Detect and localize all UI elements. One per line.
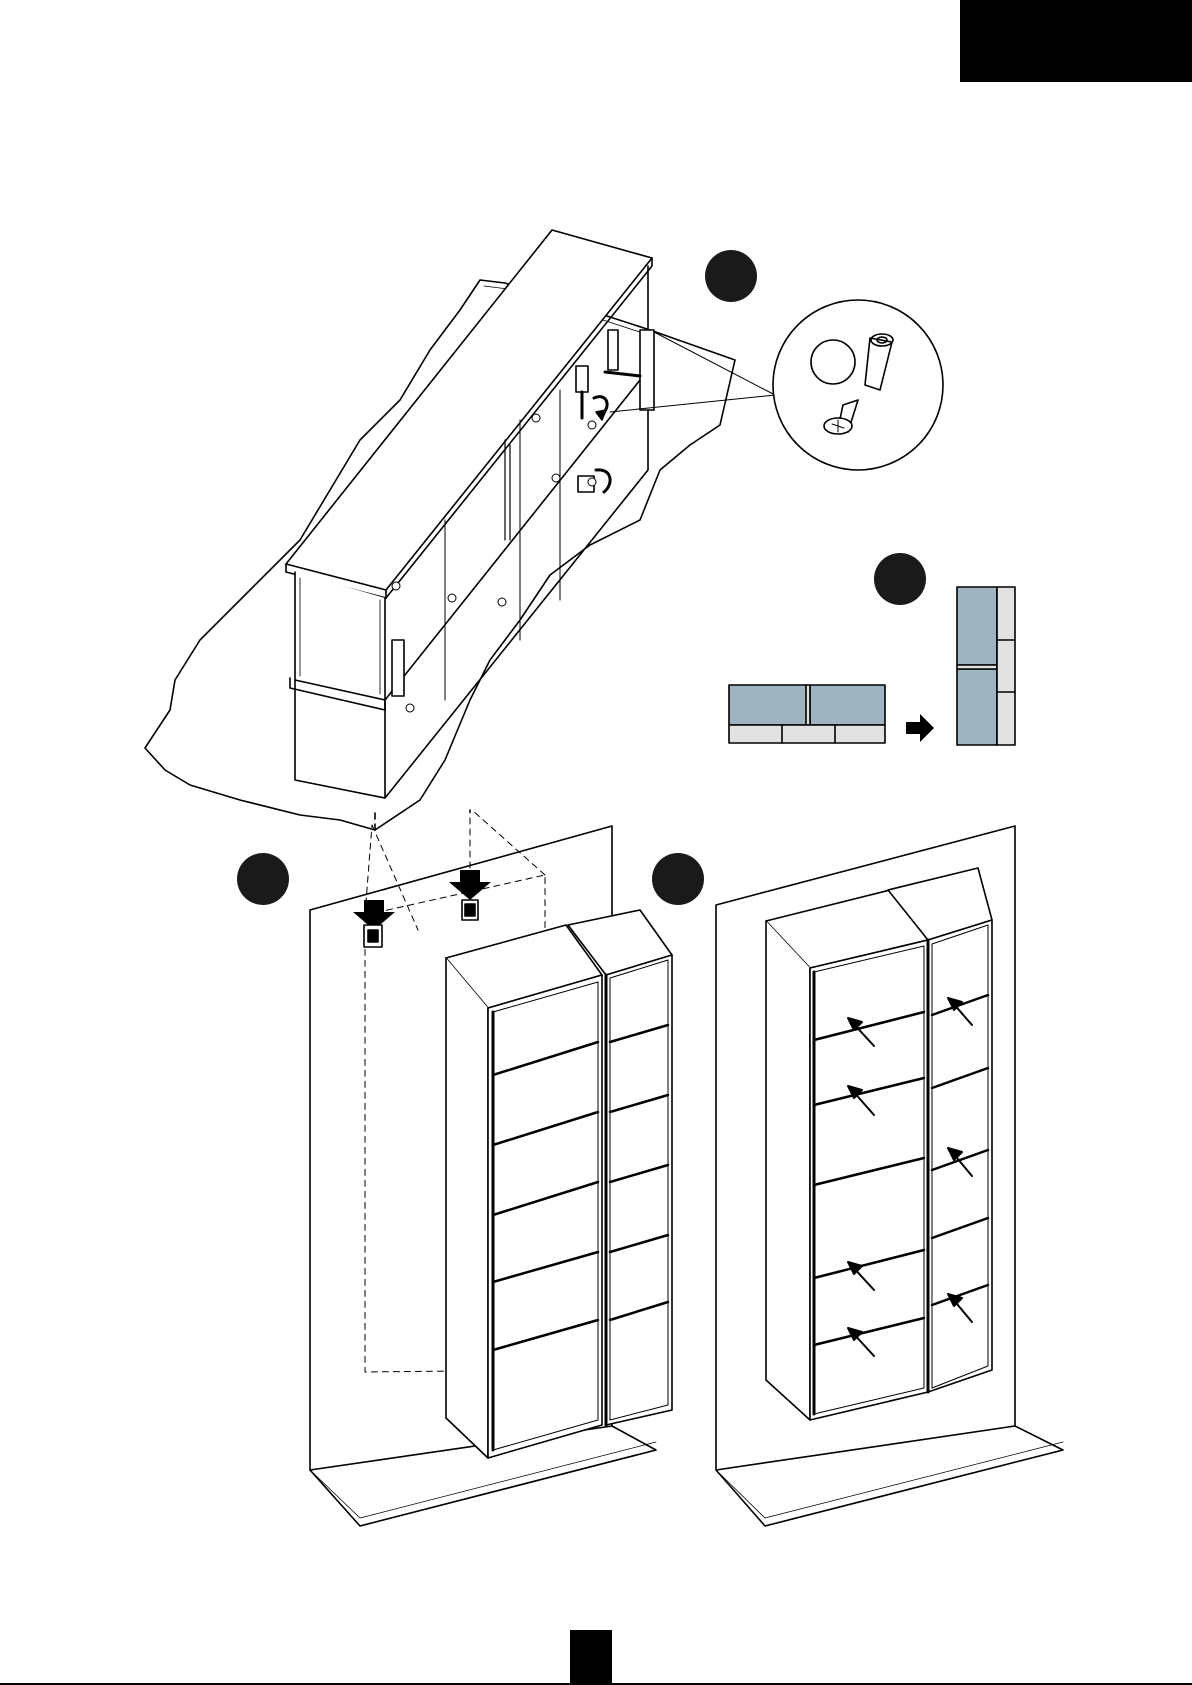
vertical-panel-top (957, 587, 997, 665)
clamp-bottom (392, 640, 404, 696)
vertical-base (997, 587, 1015, 745)
cabinet-top-panel (286, 230, 652, 590)
horizontal-panel-right (810, 685, 885, 725)
detail-magnifier (773, 300, 943, 470)
floor-right (716, 1426, 1063, 1526)
arrow-right-icon (906, 714, 934, 742)
tall-cabinet-left-final (766, 890, 928, 1420)
horizontal-base (729, 725, 885, 743)
horizontal-panel-left (729, 685, 807, 725)
step-3-illustration (310, 810, 672, 1526)
vertical-panel-bottom (957, 669, 997, 745)
clamp-top (640, 330, 654, 410)
rotate-arrow-icon-2 (596, 470, 610, 492)
step-4-illustration (716, 826, 1063, 1526)
arrow-down-icon-2 (449, 870, 491, 900)
screwdriver-icon (608, 330, 618, 370)
step-2-illustration (729, 587, 1015, 745)
cabinet-body (295, 572, 385, 798)
tall-cabinet-left (446, 925, 602, 1458)
